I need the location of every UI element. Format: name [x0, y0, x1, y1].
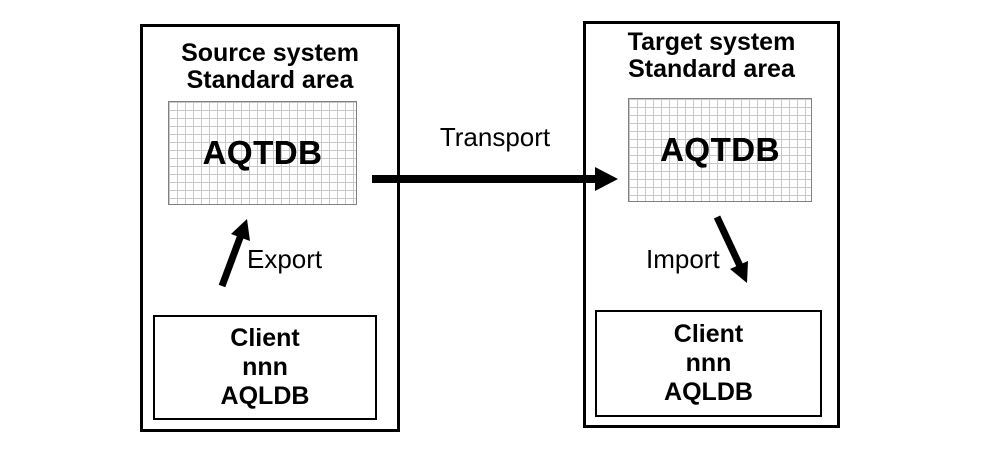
source-system-title-line1: Source system [181, 39, 359, 67]
source-client-line1: Client [230, 324, 300, 352]
target-database-label: AQTDB [660, 131, 780, 168]
source-system-title: Source system Standard area [143, 40, 397, 94]
source-database-box: AQTDB [168, 101, 357, 205]
transport-label: Transport [439, 122, 551, 152]
source-client-line2: nnn [242, 353, 288, 381]
export-label: Export [247, 244, 323, 274]
target-client-line2: nnn [685, 349, 732, 377]
target-system-title-line1: Target system [627, 28, 796, 56]
target-system-title: Target system Standard area [586, 29, 837, 83]
target-client-line3: AQLDB [664, 378, 753, 406]
source-client-line3: AQLDB [220, 382, 310, 410]
source-database-label: AQTDB [202, 134, 323, 171]
target-client-box: Client nnn AQLDB [595, 310, 822, 417]
source-client-box: Client nnn AQLDB [153, 315, 377, 420]
target-system-box: Target system Standard area [583, 21, 840, 428]
target-database-box: AQTDB [628, 98, 812, 202]
import-label: Import [646, 244, 720, 274]
source-system-box: Source system Standard area [140, 24, 400, 432]
source-system-title-line2: Standard area [186, 66, 354, 94]
transport-arrow [372, 167, 618, 191]
target-system-title-line2: Standard area [628, 55, 795, 83]
target-client-line1: Client [673, 320, 744, 348]
